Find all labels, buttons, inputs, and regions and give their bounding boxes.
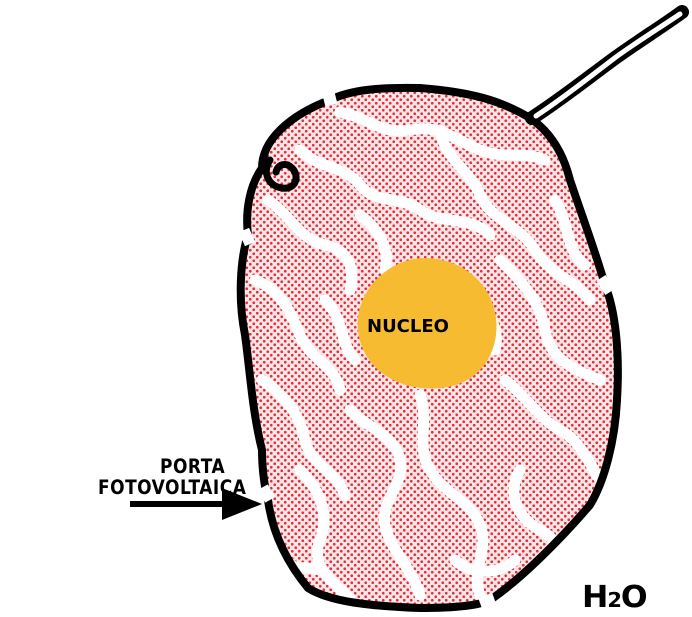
flagellum-inner — [536, 14, 680, 116]
water-subscript: 2 — [607, 588, 621, 612]
porta-label: PORTA — [160, 458, 225, 478]
water-label: H2O — [582, 583, 647, 613]
nucleus-label: NUCLEO — [367, 318, 449, 336]
fotovoltaica-label: FOTOVOLTAICA — [98, 479, 246, 499]
water-h: H — [582, 580, 607, 615]
water-o: O — [621, 580, 647, 615]
